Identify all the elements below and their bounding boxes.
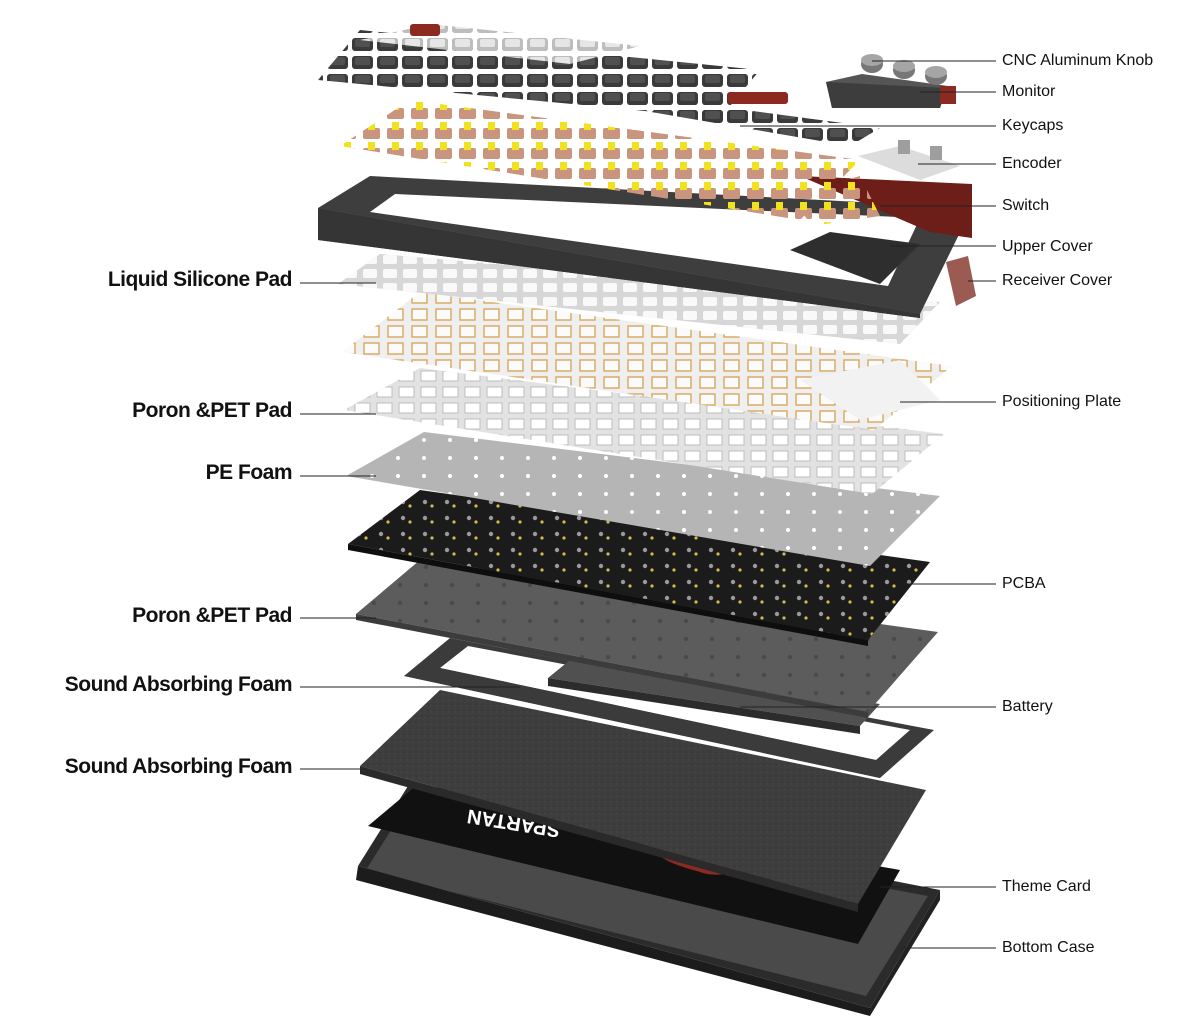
label-liquid-silicone-pad: Liquid Silicone Pad [107, 268, 293, 291]
label-keycaps: Keycaps [1002, 117, 1064, 134]
keycaps-part [318, 24, 880, 146]
sound-absorbing-foam-bottom-part [360, 690, 926, 912]
receiver-cover-part [946, 256, 976, 306]
label-pcba: PCBA [1002, 575, 1046, 592]
poron-pet-pad-bottom-part [356, 560, 938, 718]
encoder-part [858, 140, 960, 180]
label-switch: Switch [1002, 197, 1050, 214]
pe-foam-part [346, 432, 940, 566]
label-positioning-plate: Positioning Plate [1002, 393, 1122, 410]
switch-layer [340, 100, 880, 226]
poron-pet-pad-top-part [344, 368, 944, 494]
cnc-aluminum-knob-part [861, 54, 947, 85]
label-receiver-cover: Receiver Cover [1002, 272, 1113, 289]
monitor-part [826, 74, 956, 108]
label-sound-absorbing-foam-top: Sound Absorbing Foam [64, 673, 293, 696]
label-cnc-aluminum-knob: CNC Aluminum Knob [1002, 52, 1154, 69]
label-upper-cover: Upper Cover [1002, 238, 1093, 255]
label-sound-absorbing-foam-bottom: Sound Absorbing Foam [64, 755, 293, 778]
upper-cover-part [318, 176, 972, 318]
pcba-part [348, 490, 930, 646]
label-pe-foam: PE Foam [205, 461, 293, 484]
label-poron-pet-pad-bottom: Poron &PET Pad [132, 604, 292, 627]
label-poron-pet-pad-top: Poron &PET Pad [132, 399, 292, 422]
label-encoder: Encoder [1002, 155, 1062, 172]
label-battery: Battery [1002, 698, 1053, 715]
label-theme-card: Theme Card [1002, 878, 1091, 895]
leader-lines [300, 60, 996, 949]
positioning-plate-part [342, 292, 952, 430]
label-bottom-case: Bottom Case [1002, 939, 1095, 956]
liquid-silicone-pad-part [338, 254, 940, 344]
label-monitor: Monitor [1002, 83, 1056, 100]
battery-part [548, 660, 880, 734]
